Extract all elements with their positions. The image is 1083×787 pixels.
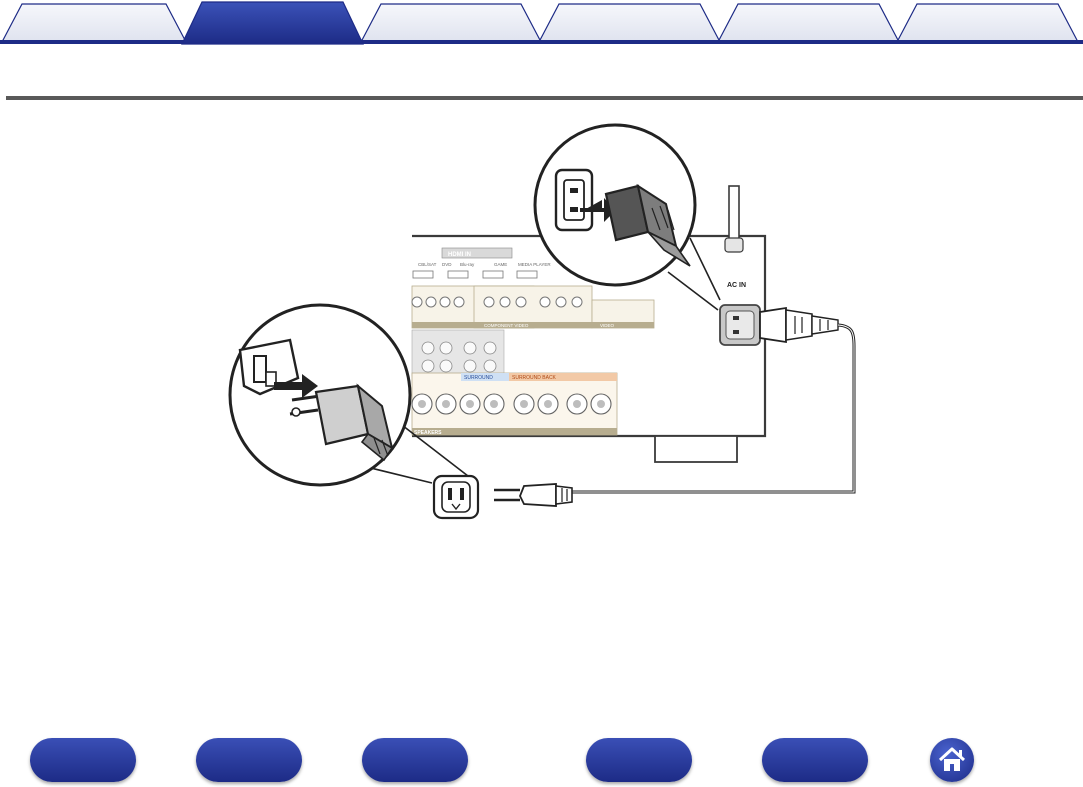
tab-bar [0, 0, 1083, 46]
tab-6-label [912, 10, 1062, 36]
footer-button-4[interactable] [586, 738, 692, 782]
hdmi-in-label: HDMI IN [448, 252, 471, 258]
tab-bar-graphic [0, 1, 1083, 45]
dvd-label: DVD [442, 262, 452, 267]
power-connection-diagram: HDMI IN CBL/SAT DVD Blu-ray GAME MEDIA P… [228, 123, 856, 520]
receiver-foot [654, 435, 738, 463]
section-divider [6, 96, 1083, 100]
wall-plug [494, 483, 573, 507]
wall-outlet [432, 474, 480, 520]
receiver-rear-panel: HDMI IN CBL/SAT DVD Blu-ray GAME MEDIA P… [411, 185, 767, 463]
ac-inlet [719, 304, 761, 346]
tab-1-label [19, 10, 169, 36]
footer-button-5[interactable] [762, 738, 868, 782]
iec-cord-plug [759, 306, 839, 344]
footer-button-3[interactable] [362, 738, 468, 782]
speakers-label: SPEAKERS [414, 430, 442, 436]
footer-button-1[interactable] [30, 738, 136, 782]
media-player-label: MEDIA PLAYER [518, 262, 551, 267]
ac-in-label: AC IN [727, 282, 746, 289]
tab-underline [0, 40, 1083, 44]
tab-4-label [555, 10, 705, 36]
tab-2-label [198, 10, 348, 36]
surround-label: SURROUND [464, 375, 493, 381]
tab-2-active[interactable] [181, 1, 364, 45]
inlet-zoom-callout [533, 123, 721, 311]
cbl-sat-label: CBL/SAT [418, 262, 437, 267]
video-label: VIDEO [600, 323, 615, 328]
surround-back-label: SURROUND BACK [512, 375, 557, 381]
tab-5-label [733, 10, 883, 36]
component-video-label: COMPONENT VIDEO [484, 323, 529, 328]
outlet-zoom-callout [228, 303, 469, 487]
home-icon [938, 747, 966, 771]
bluray-label: Blu-ray [460, 262, 475, 267]
tab-3-label [376, 10, 526, 36]
footer-button-2[interactable] [196, 738, 302, 782]
game-label: GAME [494, 262, 507, 267]
home-button[interactable] [930, 738, 974, 782]
